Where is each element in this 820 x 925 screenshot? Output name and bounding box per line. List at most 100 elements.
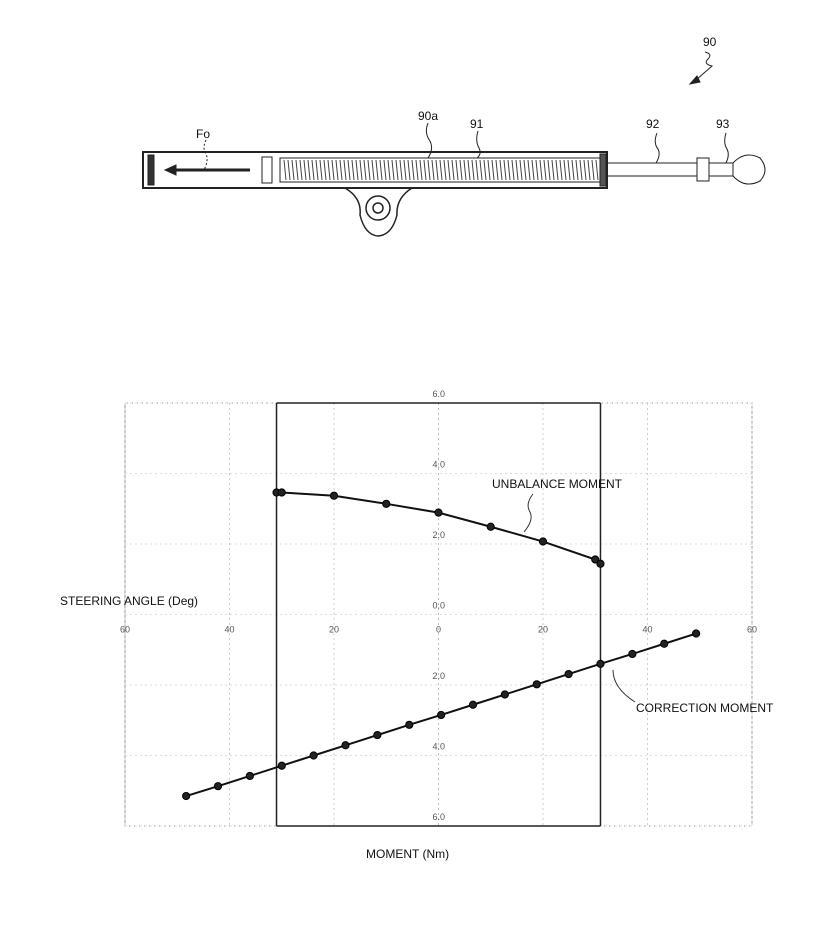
coil-turn <box>479 159 483 181</box>
coil-turn <box>439 159 443 181</box>
coil-turn <box>415 159 419 181</box>
coil-turn <box>339 159 343 181</box>
coil-turn <box>535 159 539 181</box>
coil-turn <box>391 159 395 181</box>
coil-turn <box>363 159 367 181</box>
coil-turn <box>527 159 531 181</box>
data-point-correction-moment <box>277 761 286 770</box>
coil-turn <box>559 159 563 181</box>
coil-turn <box>399 159 403 181</box>
data-point-correction-moment <box>660 639 669 648</box>
coil-turn <box>315 159 319 181</box>
legend-correction-moment: CORRECTION MOMENT <box>636 701 774 715</box>
leader-line <box>523 493 534 533</box>
label-spring: 91 <box>470 117 484 131</box>
coil-turn <box>379 159 383 181</box>
coil-turn <box>567 159 571 181</box>
coil-turn <box>387 159 391 181</box>
coil-turn <box>563 159 567 181</box>
data-point-unbalance-moment <box>434 508 443 517</box>
legend-unbalance-moment: UNBALANCE MOMENT <box>492 477 623 491</box>
coil-turn <box>459 159 463 181</box>
coil-turn <box>447 159 451 181</box>
rod <box>606 162 698 177</box>
coil-turn <box>475 159 479 181</box>
x-axis-label: MOMENT (Nm) <box>366 847 449 861</box>
coil-turn <box>431 159 435 181</box>
coil-turn <box>451 159 455 181</box>
data-point-correction-moment <box>532 680 541 689</box>
coil-turn <box>491 159 495 181</box>
y-tick-label: 6.0 <box>433 389 446 399</box>
data-point-correction-moment <box>405 720 414 729</box>
leader-line <box>724 132 729 164</box>
coil-turn <box>427 159 431 181</box>
coil-turn <box>483 159 487 181</box>
coil-turn <box>591 159 595 181</box>
coil-turn <box>467 159 471 181</box>
y-tick-label: 4.0 <box>433 460 446 470</box>
mount-hole-inner <box>372 202 384 214</box>
data-point-unbalance-moment <box>591 555 600 564</box>
x-tick-label: 60 <box>747 625 757 635</box>
label-housing: 90a <box>418 109 438 123</box>
coil-turn <box>499 159 503 181</box>
coil-turn <box>295 159 299 181</box>
x-tick-label: 40 <box>642 625 652 635</box>
data-point-correction-moment <box>309 751 318 760</box>
coil-turn <box>543 159 547 181</box>
coil-turn <box>319 159 323 181</box>
data-point-correction-moment <box>628 649 637 659</box>
coil-turn <box>579 159 583 181</box>
housing-end-cap <box>599 153 607 187</box>
coil-turn <box>551 159 555 181</box>
coil-turn <box>351 159 355 181</box>
spring-scale-device <box>142 51 766 237</box>
data-point-correction-moment <box>691 629 701 638</box>
coil-turn <box>307 159 311 181</box>
data-point-correction-moment <box>468 700 478 709</box>
coil-turn <box>511 159 515 181</box>
coil-turn <box>375 159 379 181</box>
coil-turn <box>463 159 467 181</box>
coil-turn <box>407 159 411 181</box>
coil-turn <box>311 159 315 181</box>
coil-turn <box>595 159 599 181</box>
coil-turn <box>555 159 559 181</box>
data-point-unbalance-moment <box>329 491 339 500</box>
data-point-correction-moment <box>596 659 605 668</box>
reference-lines <box>275 402 602 827</box>
y-tick-label: 2.0 <box>433 671 446 681</box>
mount-hole-outer <box>365 195 391 221</box>
x-tick-label: 40 <box>224 625 234 635</box>
data-point-correction-moment <box>437 710 446 720</box>
coil-turn <box>531 159 535 181</box>
coil-turn <box>395 159 399 181</box>
coil-turn <box>323 159 327 181</box>
x-tick-label: 0 <box>436 625 441 635</box>
y-axis-label: STEERING ANGLE (Deg) <box>60 594 198 608</box>
label-force: Fo <box>196 127 210 141</box>
label-assembly: 90 <box>703 35 717 49</box>
series-group <box>182 488 701 801</box>
leader-line <box>695 51 714 81</box>
spring-seat <box>261 156 273 184</box>
coil-turn <box>587 159 591 181</box>
coil-turn <box>435 159 439 181</box>
data-point-unbalance-moment <box>596 559 605 568</box>
coil-turn <box>539 159 543 181</box>
y-tick-label: 4.0 <box>433 742 446 752</box>
coil-turn <box>347 159 351 181</box>
coil-turn <box>503 159 507 181</box>
rod-collar <box>696 157 710 182</box>
coil-turn <box>359 159 363 181</box>
coil-turn <box>419 159 423 181</box>
coil-turn <box>299 159 303 181</box>
coil-turn <box>335 159 339 181</box>
data-point-correction-moment <box>373 730 382 740</box>
label-rod: 92 <box>646 117 660 131</box>
coil-turn <box>331 159 335 181</box>
